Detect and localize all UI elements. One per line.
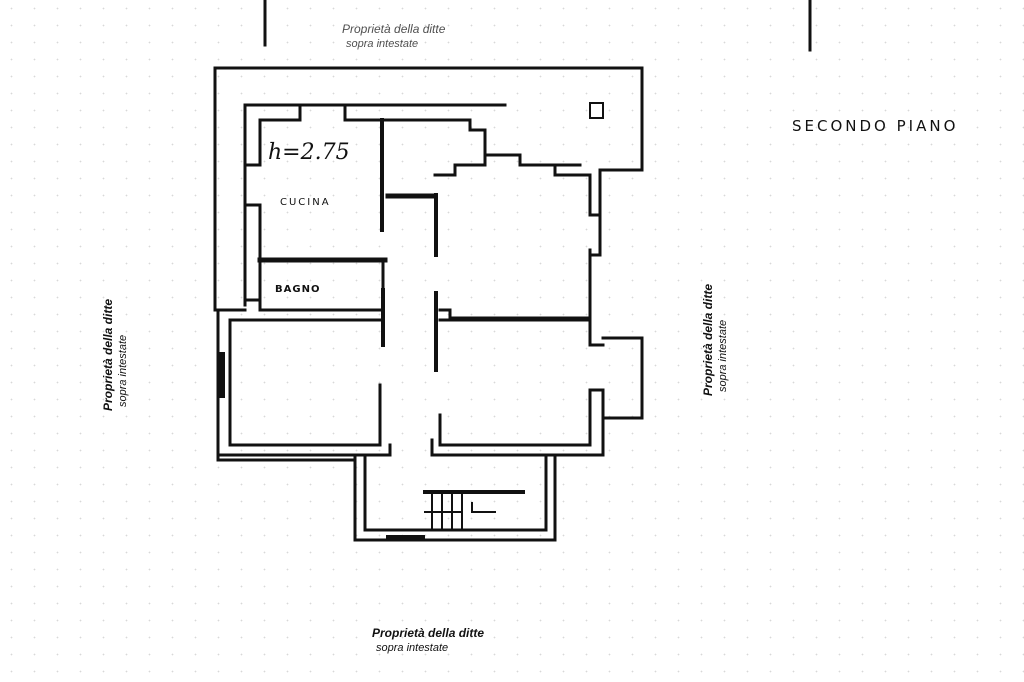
boundary-label-left-line2: sopra intestate bbox=[117, 334, 130, 408]
boundary-label-right-line2: sopra intestate bbox=[717, 319, 730, 393]
boundary-label-bottom-line2: sopra intestate bbox=[376, 642, 449, 654]
boundary-label-right: Proprietà della ditte sopra intestate bbox=[701, 284, 731, 396]
boundary-label-top-line2: sopra intestate bbox=[346, 38, 419, 50]
boundary-label-right-line1: Proprietà della ditte bbox=[701, 283, 716, 397]
room-label-cucina: CUCINA bbox=[280, 197, 331, 208]
terrace-outline bbox=[213, 66, 644, 172]
room-label-bagno: BAGNO bbox=[275, 284, 321, 295]
boundary-label-left-line1: Proprietà della ditte bbox=[101, 298, 116, 412]
chimney-square bbox=[589, 102, 604, 119]
boundary-label-bottom-line1: Proprietà della ditte bbox=[372, 626, 485, 640]
left-outer-wall bbox=[213, 66, 247, 312]
boundary-label-left: Proprietà della ditte sopra intestate bbox=[101, 299, 131, 411]
floor-title: SECONDO PIANO bbox=[792, 117, 959, 135]
boundary-label-top: Proprietà della ditte sopra intestate bbox=[342, 22, 445, 52]
boundary-label-top-line1: Proprietà della ditte bbox=[342, 22, 446, 36]
ceiling-height-label: h=2.75 bbox=[268, 140, 350, 165]
boundary-label-bottom: Proprietà della ditte sopra intestate bbox=[372, 626, 484, 656]
